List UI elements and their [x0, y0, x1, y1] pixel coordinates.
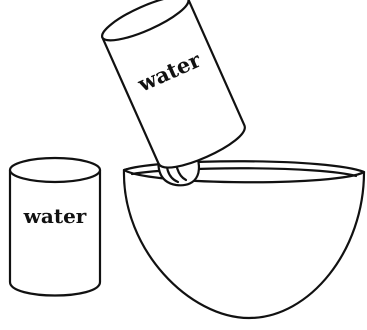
standing-can: water — [10, 158, 100, 296]
pouring-can: water — [97, 0, 249, 176]
standing-can-label: water — [23, 204, 87, 228]
bowl — [124, 161, 364, 318]
standing-can-top — [10, 158, 100, 182]
bowl-body — [124, 163, 364, 318]
standing-can-body — [10, 170, 100, 296]
